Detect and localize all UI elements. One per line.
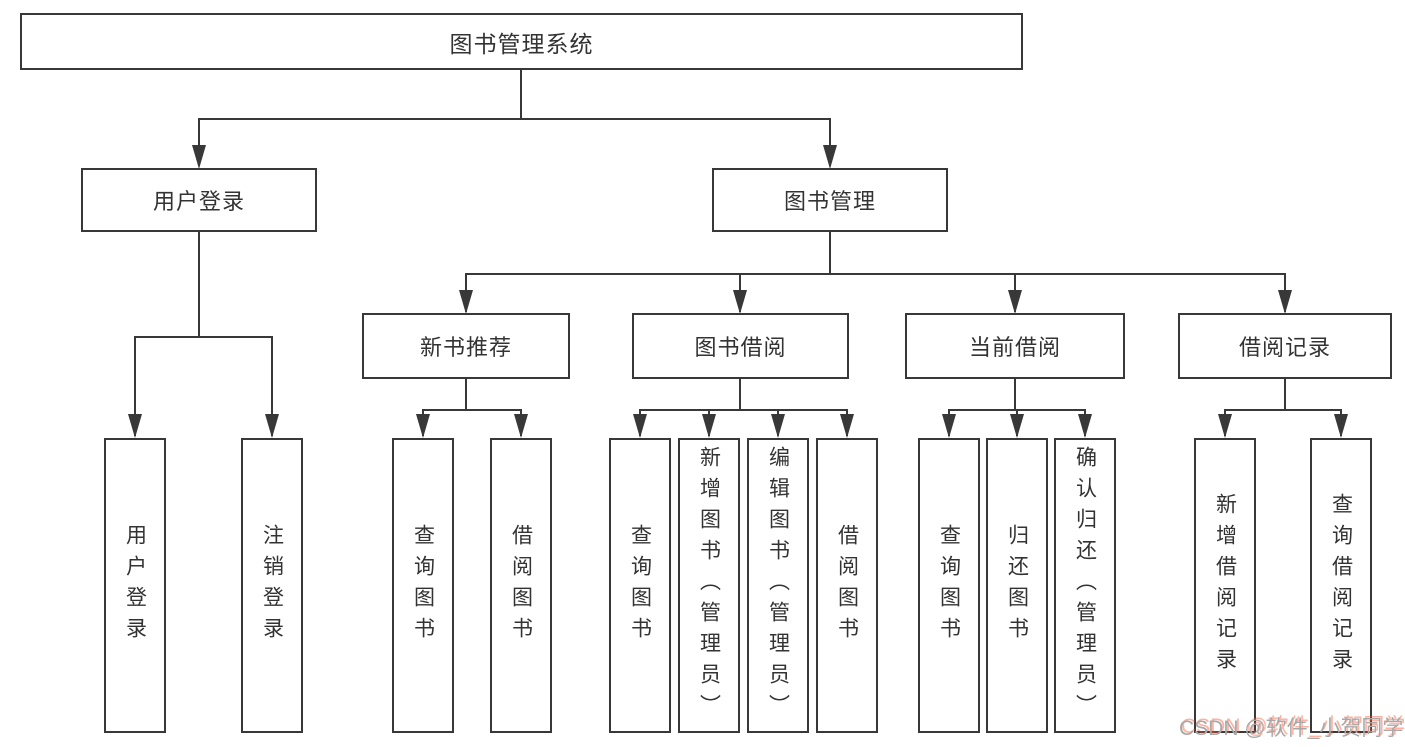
node-book-borrowing: 图书借阅 xyxy=(632,313,849,379)
leaf-newbook-borrow-books: 借阅图书 xyxy=(490,438,552,733)
arrowhead-icon xyxy=(1334,414,1348,438)
node-current-borrowing: 当前借阅 xyxy=(905,313,1125,379)
arrowhead-icon xyxy=(416,414,430,438)
arrowhead-icon xyxy=(1010,414,1024,438)
node-label: 新增图书（管理员） xyxy=(697,446,721,725)
arrowhead-icon xyxy=(633,414,647,438)
arrowhead-icon xyxy=(1008,290,1022,314)
arrowhead-icon xyxy=(514,414,528,438)
arrowhead-icon xyxy=(459,290,473,314)
node-label: 借阅图书 xyxy=(835,523,859,648)
node-label: 编辑图书（管理员） xyxy=(766,446,790,725)
leaf-records-query-record: 查询借阅记录 xyxy=(1310,438,1372,733)
arrowhead-icon xyxy=(733,290,747,314)
leaf-logout: 注销登录 xyxy=(241,438,303,733)
leaf-borrowing-query-books: 查询图书 xyxy=(609,438,671,733)
leaf-current-return-books: 归还图书 xyxy=(986,438,1048,733)
node-label: 查询图书 xyxy=(628,523,652,648)
leaf-borrowing-edit-books-admin: 编辑图书（管理员） xyxy=(747,438,809,733)
leaf-borrowing-add-books-admin: 新增图书（管理员） xyxy=(678,438,740,733)
leaf-current-confirm-return-admin: 确认归还（管理员） xyxy=(1054,438,1116,733)
leaf-user-login: 用户登录 xyxy=(104,438,166,733)
arrowhead-icon xyxy=(1278,290,1292,314)
node-user-login: 用户登录 xyxy=(81,168,317,232)
node-label: 借阅记录 xyxy=(1238,335,1331,360)
node-label: 新增借阅记录 xyxy=(1213,492,1237,679)
leaf-records-add-record: 新增借阅记录 xyxy=(1194,438,1256,733)
node-label: 查询图书 xyxy=(937,523,961,648)
node-library-system: 图书管理系统 xyxy=(20,13,1023,70)
csdn-watermark: CSDN @软件_小贺同学 xyxy=(1179,717,1404,740)
arrowhead-icon xyxy=(823,145,837,169)
node-label: 借阅图书 xyxy=(509,523,533,648)
arrowhead-icon xyxy=(265,414,279,438)
leaf-newbook-query-books: 查询图书 xyxy=(392,438,454,733)
arrowhead-icon xyxy=(128,414,142,438)
node-label: 注销登录 xyxy=(260,523,284,648)
arrowhead-icon xyxy=(192,145,206,169)
node-label: 用户登录 xyxy=(152,189,245,214)
node-borrowing-records: 借阅记录 xyxy=(1178,313,1392,379)
node-book-management: 图书管理 xyxy=(712,168,948,232)
arrowhead-icon xyxy=(1078,414,1092,438)
node-label: 新书推荐 xyxy=(419,335,512,360)
arrowheads xyxy=(128,145,1348,438)
node-label: 图书管理 xyxy=(783,189,876,214)
node-label: 图书管理系统 xyxy=(449,30,594,57)
node-label: 查询图书 xyxy=(411,523,435,648)
node-label: 当前借阅 xyxy=(968,335,1061,360)
arrowhead-icon xyxy=(942,414,956,438)
arrowhead-icon xyxy=(771,414,785,438)
node-label: 图书借阅 xyxy=(694,335,787,360)
node-label: 查询借阅记录 xyxy=(1329,492,1353,679)
node-label: 用户登录 xyxy=(123,523,147,648)
leaf-borrowing-borrow-books: 借阅图书 xyxy=(816,438,878,733)
leaf-current-query-books: 查询图书 xyxy=(918,438,980,733)
arrowhead-icon xyxy=(840,414,854,438)
node-new-book-recommend: 新书推荐 xyxy=(362,313,570,379)
node-label: 确认归还（管理员） xyxy=(1073,446,1097,725)
arrowhead-icon xyxy=(1218,414,1232,438)
arrowhead-icon xyxy=(702,414,716,438)
node-label: 归还图书 xyxy=(1005,523,1029,648)
